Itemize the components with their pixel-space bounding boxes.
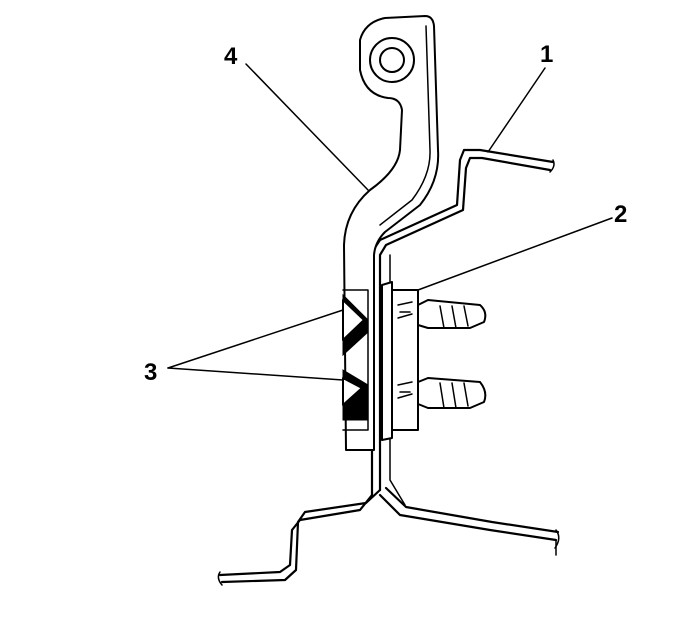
leader-3a xyxy=(167,309,344,369)
leader-lines xyxy=(167,63,613,381)
leader-2 xyxy=(417,217,613,291)
callout-3: 3 xyxy=(144,359,157,386)
clip-fastener xyxy=(381,281,487,441)
callout-4: 4 xyxy=(224,43,238,70)
retainer-tabs xyxy=(342,289,369,431)
leader-1 xyxy=(487,67,546,153)
leader-4 xyxy=(245,63,369,191)
leader-3b xyxy=(167,367,344,381)
callout-1: 1 xyxy=(540,41,553,68)
callout-2: 2 xyxy=(614,201,627,228)
